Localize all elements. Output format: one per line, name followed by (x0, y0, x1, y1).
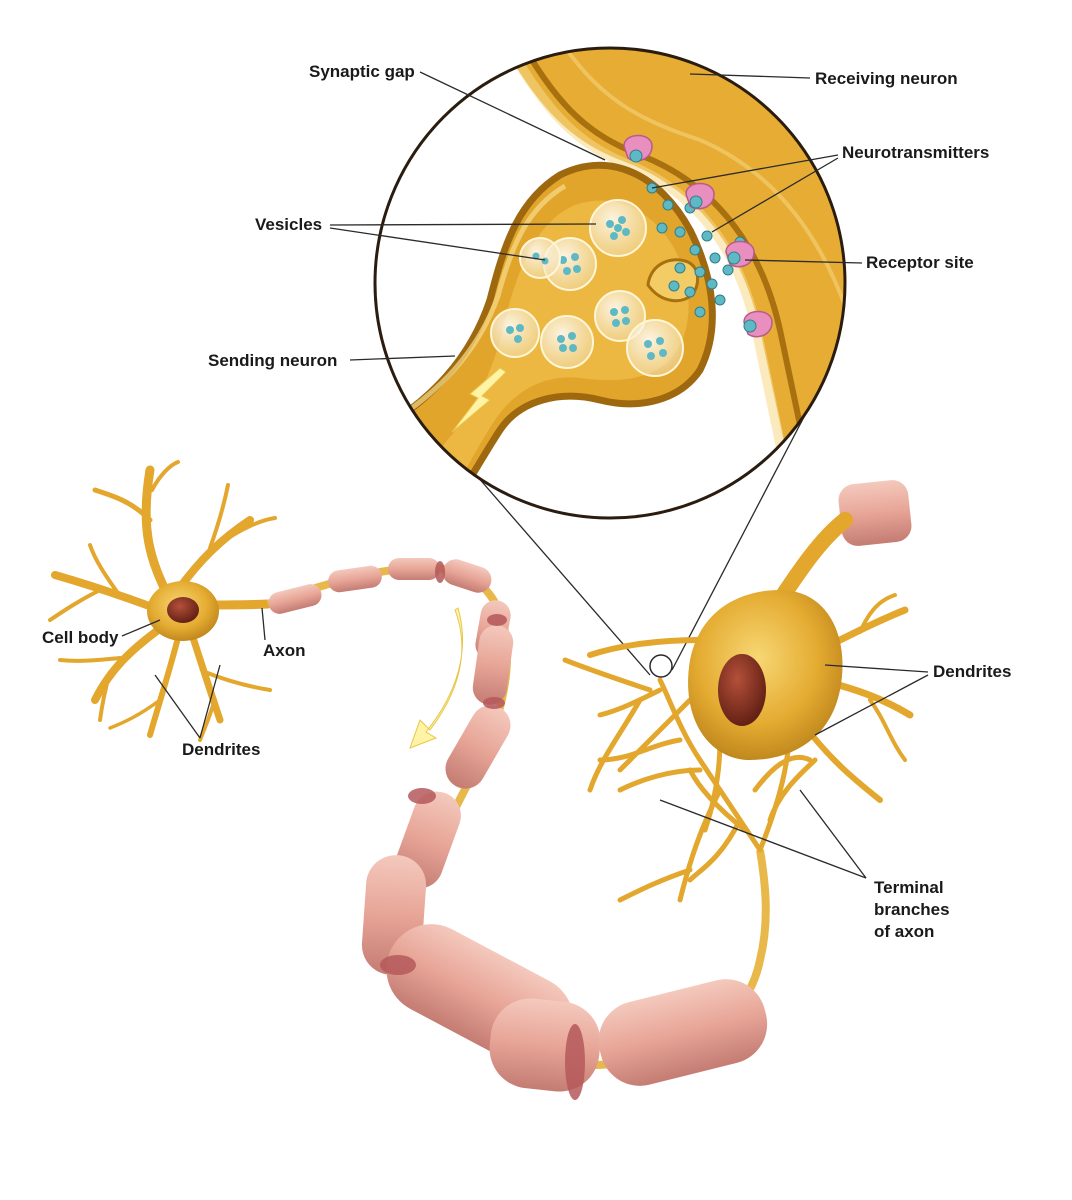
receptor-sites (623, 134, 773, 338)
labels: Synaptic gap Receiving neuron Neurotrans… (42, 62, 1011, 941)
vesicle (519, 237, 561, 279)
nucleus (167, 597, 199, 623)
receiving-neuron (562, 512, 914, 903)
vesicle (594, 290, 646, 342)
neurotransmitters (646, 182, 746, 318)
receptor (623, 134, 653, 163)
label-dendrites-left: Dendrites (182, 740, 260, 759)
sending-neuron (48, 460, 277, 742)
receptor (743, 310, 773, 338)
label-sending-neuron: Sending neuron (208, 351, 337, 370)
label-terminal-line2: branches (874, 900, 950, 919)
label-axon: Axon (263, 641, 306, 660)
label-dendrites-right: Dendrites (933, 662, 1011, 681)
myelinated-axon (266, 480, 912, 1100)
signal-arrow-icon (409, 607, 464, 749)
vesicles (490, 199, 684, 377)
nodes-of-ranvier (380, 561, 585, 1100)
label-terminal-line3: of axon (874, 922, 934, 941)
receptor (725, 240, 755, 268)
label-neurotransmitters: Neurotransmitters (842, 143, 989, 162)
vesicle (540, 315, 594, 369)
cell-body (688, 590, 843, 760)
receiving-neuron-membrane (500, 48, 845, 518)
label-synaptic-gap: Synaptic gap (309, 62, 415, 81)
vesicle (490, 308, 540, 358)
label-cell-body: Cell body (42, 628, 119, 647)
label-terminal-line1: Terminal (874, 878, 944, 897)
label-vesicles: Vesicles (255, 215, 322, 234)
magnifier-outline (373, 46, 847, 520)
nucleus (718, 654, 766, 726)
signal-bolt-icon (451, 367, 507, 433)
label-receiving-neuron: Receiving neuron (815, 69, 958, 88)
terminal-branches (562, 657, 818, 903)
vesicle (626, 319, 684, 377)
receptor (685, 182, 715, 210)
label-receptor-site: Receptor site (866, 253, 974, 272)
zoom-connector (469, 414, 806, 678)
vesicle (589, 199, 647, 257)
synapse-magnified-view (373, 46, 847, 520)
